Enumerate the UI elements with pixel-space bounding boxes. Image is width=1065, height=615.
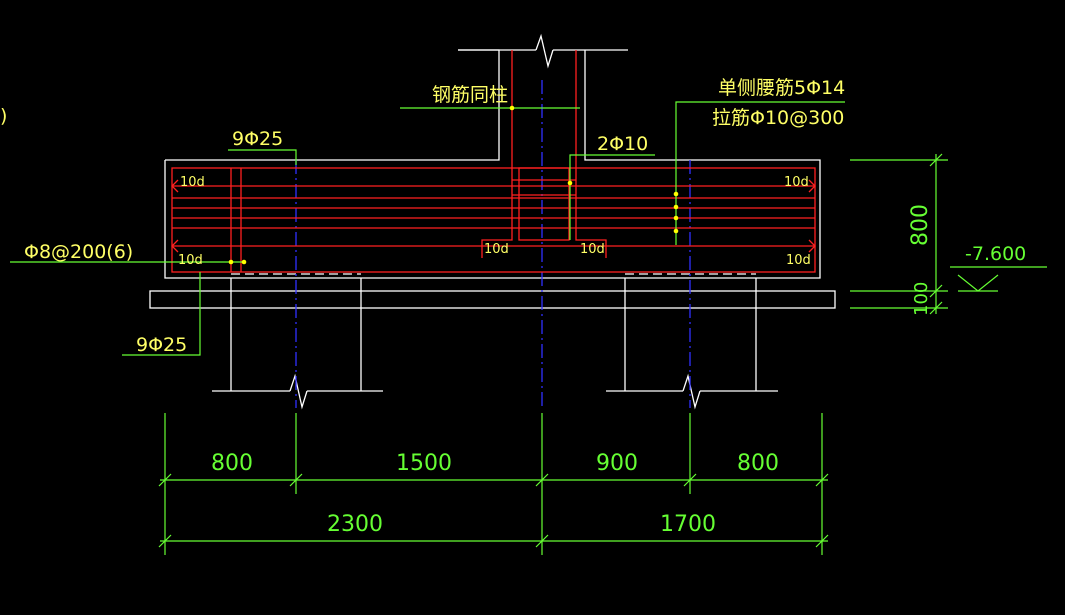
dim-tick (535, 473, 549, 487)
hook-bottom-right (808, 239, 816, 253)
node (673, 228, 679, 234)
hook-top-left (171, 179, 179, 193)
rebar (171, 50, 816, 273)
elevation-triangle (957, 274, 999, 292)
label-column-rebar: 钢筋同柱 (432, 84, 508, 106)
dim-tick (683, 473, 697, 487)
anchor-column-right: 10d (580, 242, 605, 257)
right-pile-break-symbol (682, 373, 701, 410)
anchor-top-left: 10d (180, 175, 205, 190)
dim-row2-1: 2300 (327, 512, 383, 537)
left-edge-fragment: ) (0, 105, 7, 127)
node (567, 180, 573, 186)
dim-tick (535, 534, 549, 548)
cushion-layer (149, 290, 836, 309)
label-column-bars: 2Φ10 (597, 133, 648, 155)
dim-tick (815, 473, 829, 487)
label-side-bars: 单侧腰筋5Φ14 (718, 77, 845, 99)
dim-row1-4: 800 (737, 451, 779, 476)
leader-bottom-main (122, 272, 201, 356)
column-bar-left-bend (481, 180, 513, 258)
leader-lines (10, 101, 845, 356)
label-stirrups: Φ8@200(6) (24, 241, 133, 263)
dim-tick (929, 284, 943, 298)
dim-row1-3: 900 (596, 451, 638, 476)
leader-side-bars (675, 101, 845, 245)
label-top-main: 9Φ25 (232, 128, 283, 150)
dim-row1-2: 1500 (396, 451, 452, 476)
label-tie-bars: 拉筋Φ10@300 (712, 107, 844, 129)
leader-nodes (228, 105, 679, 265)
left-pile-break-symbol (289, 373, 308, 410)
hook-top-right (808, 179, 816, 193)
leader-column-bars (569, 154, 655, 240)
dim-tick (158, 473, 172, 487)
dim-tick (815, 534, 829, 548)
beam-outline-right (164, 50, 821, 279)
column-bar-right-bend (575, 180, 607, 258)
elevation-label: -7.600 (965, 243, 1026, 265)
anchor-top-right: 10d (784, 175, 809, 190)
dim-tick (289, 473, 303, 487)
anchor-column-left: 10d (484, 242, 509, 257)
column-stirrup (518, 167, 570, 241)
axis-lines (295, 80, 691, 410)
node (673, 215, 679, 221)
dim-row2-2: 1700 (660, 512, 716, 537)
outer-stirrup (171, 167, 816, 273)
dim-tick (929, 301, 943, 315)
dim-tick (158, 534, 172, 548)
node (509, 105, 515, 111)
label-bottom-main: 9Φ25 (136, 334, 187, 356)
vertical-dimensions (850, 153, 1047, 315)
dim-depth: 800 (908, 204, 933, 246)
anchor-bottom-right: 10d (786, 253, 811, 268)
node (241, 259, 247, 265)
concrete-outline (149, 33, 836, 410)
dim-row1-1: 800 (211, 451, 253, 476)
node (673, 191, 679, 197)
leader-top-main (228, 149, 297, 165)
hook-bottom-left (171, 239, 179, 253)
dim-tick (929, 153, 943, 167)
column-break-symbol (535, 33, 554, 69)
anchor-bottom-left: 10d (178, 253, 203, 268)
dim-cushion: 100 (911, 282, 932, 316)
horizontal-dimensions (158, 413, 829, 555)
node (228, 259, 234, 265)
node (673, 204, 679, 210)
